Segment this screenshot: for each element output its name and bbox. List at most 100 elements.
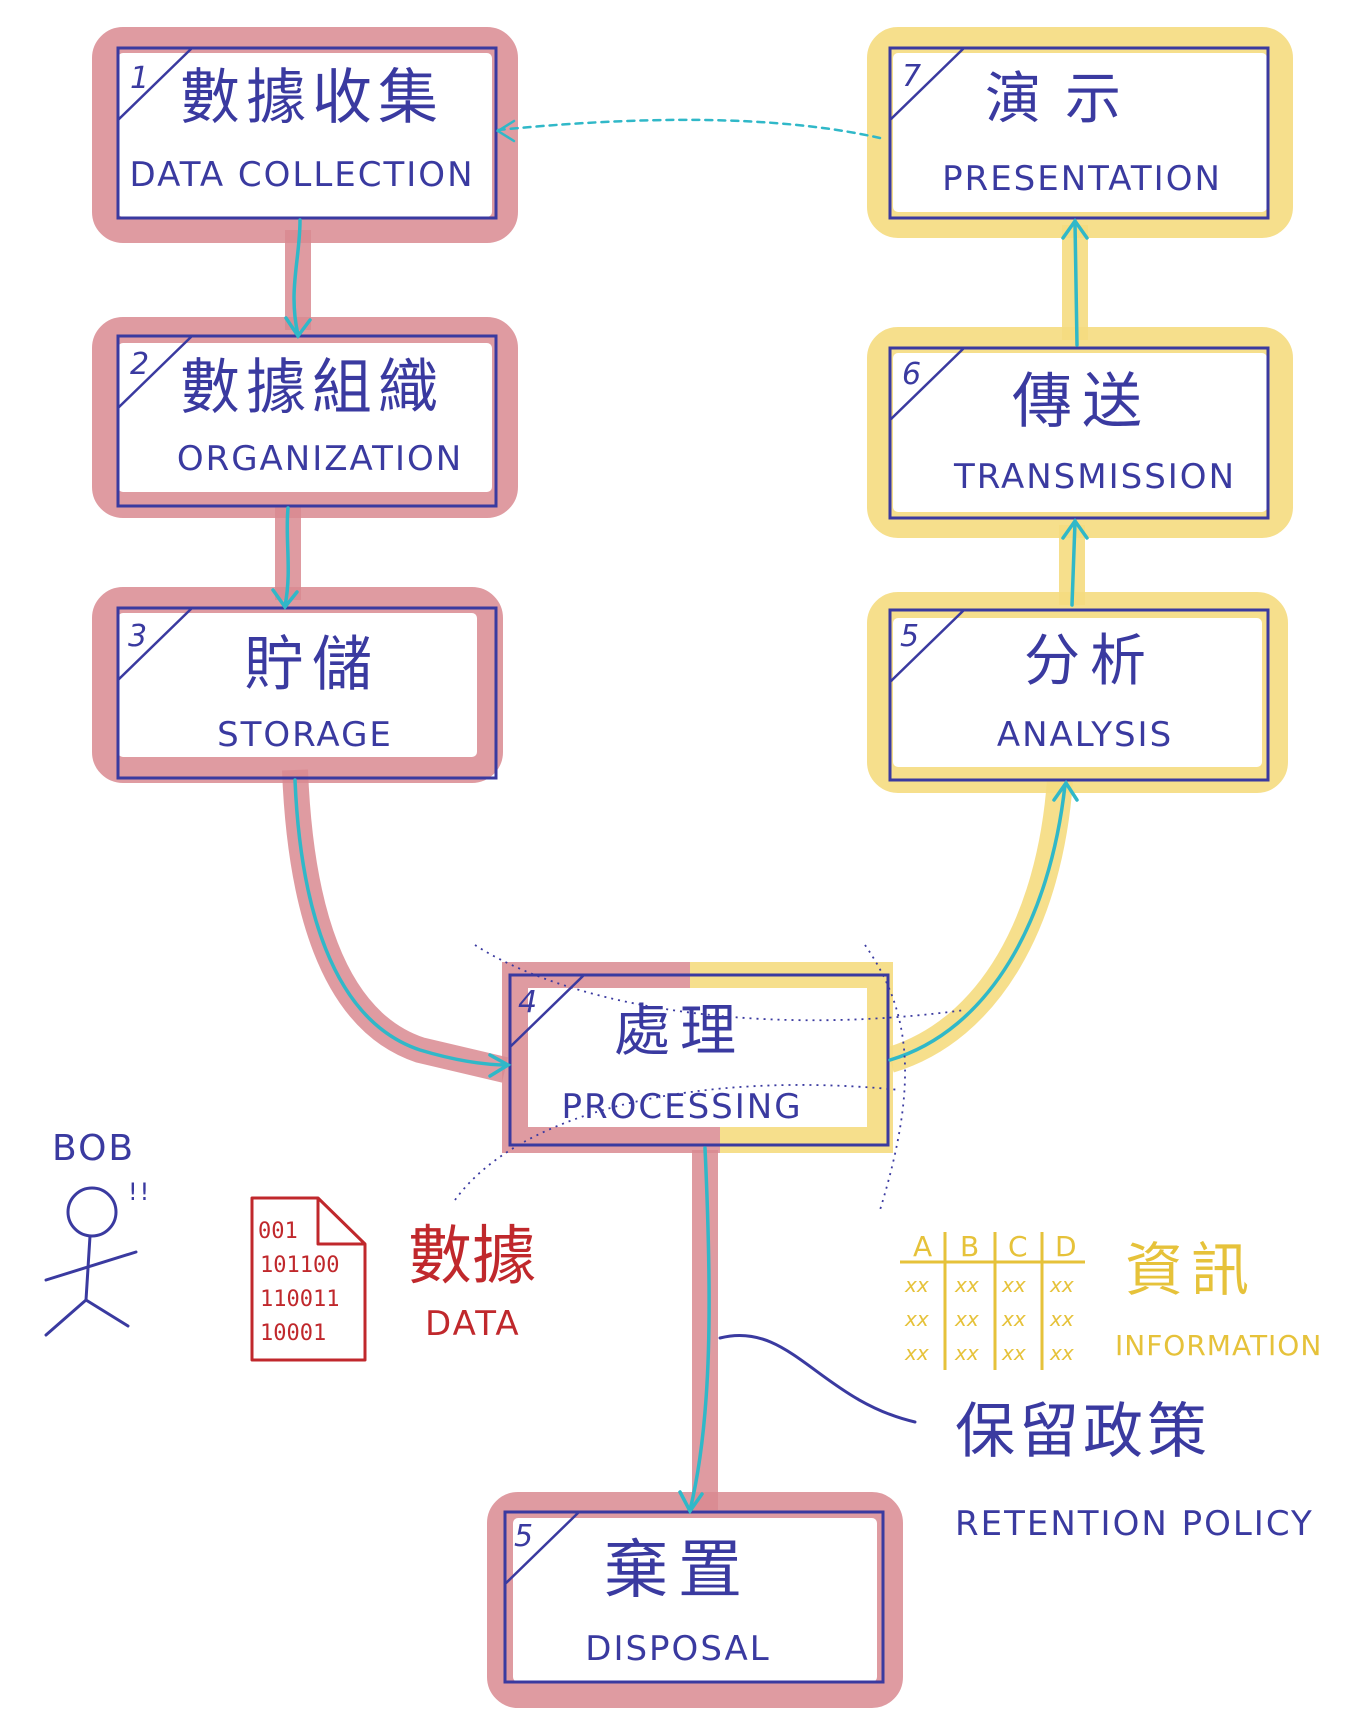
- info-cell: xx: [954, 1341, 979, 1365]
- arrow-collection-to-organization: [292, 218, 302, 337]
- info-cell: xx: [904, 1341, 929, 1365]
- step-corner-slash: [889, 47, 965, 121]
- step-organization: 2 數據組織 ORGANIZATION: [116, 334, 498, 508]
- step-title-cn: 處理: [614, 999, 746, 1064]
- step-title-en: DISPOSAL: [585, 1629, 770, 1669]
- step-box: [508, 973, 890, 1147]
- information-table-cells: xx xx xx xx xx xx xx xx xx xx xx xx: [904, 1273, 1074, 1365]
- step-storage: 3 貯儲 STORAGE: [116, 606, 498, 780]
- step-title-cn: 貯儲: [244, 630, 380, 700]
- step-title-en: DATA COLLECTION: [130, 155, 475, 195]
- arrowhead: [495, 119, 516, 143]
- person-bob: BOB !!: [44, 1128, 151, 1337]
- information-label-en: INFORMATION: [1115, 1329, 1322, 1362]
- data-label-en: DATA: [425, 1304, 521, 1344]
- data-label-cn: 數據: [408, 1220, 536, 1294]
- step-number: 5: [900, 619, 919, 654]
- person-exclaim: !!: [128, 1178, 151, 1206]
- step-title-en: ANALYSIS: [997, 715, 1173, 755]
- step-number: 2: [130, 347, 149, 382]
- info-cell: xx: [904, 1273, 929, 1297]
- arrowhead: [284, 316, 312, 340]
- information-label-cn: 資訊: [1125, 1236, 1257, 1304]
- information-table-icon: [900, 1232, 1085, 1370]
- step-disposal: 5 棄置 DISPOSAL: [503, 1510, 885, 1684]
- step-title-cn: 分析: [1024, 629, 1156, 694]
- person-name: BOB: [52, 1128, 135, 1169]
- info-cell: xx: [1001, 1273, 1026, 1297]
- step-title-cn: 演示: [985, 67, 1145, 132]
- info-header: A: [913, 1230, 932, 1263]
- info-header: B: [960, 1230, 979, 1263]
- step-title-cn: 傳送: [1012, 367, 1152, 437]
- info-cell: xx: [1049, 1341, 1074, 1365]
- step-corner-slash: [117, 607, 193, 681]
- data-doc-line: 101100: [260, 1253, 339, 1278]
- step-box: [503, 1510, 885, 1684]
- flow-arrows: [271, 118, 1089, 1515]
- dotted-line-upper: [474, 944, 966, 1022]
- arrow-processing-to-disposal: [688, 1146, 711, 1512]
- step-number: 3: [128, 619, 147, 654]
- step-number: 4: [518, 985, 537, 1020]
- info-header: C: [1008, 1230, 1028, 1263]
- step-box: [888, 608, 1270, 782]
- step-number: 7: [902, 59, 921, 94]
- info-cell: xx: [1001, 1341, 1026, 1365]
- step-corner-slash: [889, 609, 965, 683]
- step-box: [116, 606, 498, 780]
- step-collection: 1 數據收集 DATA COLLECTION: [116, 46, 498, 220]
- data-legend: 001 101100 110011 10001 數據 DATA: [250, 1196, 536, 1362]
- info-header: D: [1055, 1230, 1077, 1263]
- step-title-en: PROCESSING: [561, 1087, 802, 1127]
- retention-pointer-line: [718, 1334, 917, 1424]
- step-box: [116, 46, 498, 220]
- step-analysis: 5 分析 ANALYSIS: [888, 608, 1270, 782]
- dotted-line-right: [864, 944, 906, 1211]
- arrow-analysis-to-transmission: [1070, 520, 1077, 607]
- highlight-link-3-4: [282, 769, 508, 1083]
- arrow-organization-to-storage: [283, 506, 290, 608]
- info-cell: xx: [904, 1307, 929, 1331]
- step-number: 5: [514, 1519, 533, 1554]
- step-presentation: 7 演示 PRESENTATION: [888, 46, 1270, 220]
- step-number: 6: [902, 357, 921, 392]
- info-cell: xx: [1049, 1307, 1074, 1331]
- highlight-link-4-5: [886, 779, 1073, 1073]
- arrowhead: [1052, 779, 1079, 802]
- step-corner-slash: [117, 47, 193, 121]
- arrow-processing-to-analysis: [888, 783, 1067, 1062]
- arrowhead: [1061, 517, 1089, 540]
- step-title-en: TRANSMISSION: [953, 457, 1236, 497]
- step-box: [116, 334, 498, 508]
- info-cell: xx: [1001, 1307, 1026, 1331]
- data-doc-line: 001: [258, 1219, 298, 1244]
- step-transmission: 6 傳送 TRANSMISSION: [888, 346, 1270, 520]
- step-box: [888, 46, 1270, 220]
- retention-policy-annotation: 保留政策 RETENTION POLICY: [718, 1334, 1312, 1544]
- step-title-cn: 數據收集: [180, 63, 444, 133]
- step-title-cn: 棄置: [604, 1534, 752, 1608]
- step-box: [888, 346, 1270, 520]
- step-title-en: STORAGE: [217, 715, 393, 755]
- retention-title-cn: 保留政策: [955, 1397, 1211, 1467]
- data-document-lines: 001 101100 110011 10001: [258, 1219, 339, 1346]
- step-title-cn: 數據組織: [180, 353, 444, 423]
- stick-figure-icon: [44, 1186, 138, 1337]
- data-doc-line: 10001: [260, 1321, 326, 1346]
- info-cell: xx: [1049, 1273, 1074, 1297]
- arrowhead: [271, 588, 299, 610]
- data-doc-line: 110011: [260, 1287, 339, 1312]
- arrow-storage-to-processing: [293, 778, 510, 1067]
- conversion-dotted-lines: [454, 944, 966, 1211]
- step-title-en: ORGANIZATION: [177, 439, 463, 479]
- info-cell: xx: [954, 1307, 979, 1331]
- step-corner-slash: [117, 335, 193, 409]
- step-corner-slash: [504, 1511, 580, 1585]
- step-title-en: PRESENTATION: [942, 159, 1222, 199]
- information-legend: A B C D xx xx xx xx xx xx xx xx xx xx xx…: [900, 1230, 1322, 1370]
- information-table-headers: A B C D: [913, 1230, 1077, 1263]
- arrow-presentation-to-collection-dashed: [496, 118, 882, 140]
- arrowhead: [1061, 217, 1089, 240]
